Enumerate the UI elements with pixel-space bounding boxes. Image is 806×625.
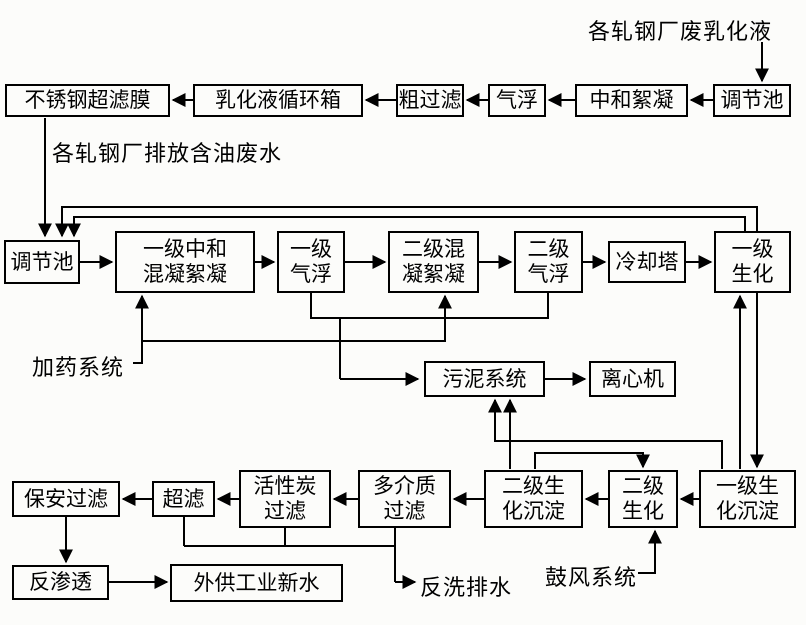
node-reverse-osmosis: 反渗透 [12,565,109,600]
node-stainless-uf-membrane: 不锈钢超滤膜 [5,84,170,117]
node-regulating-tank: 调节池 [4,240,80,284]
node-neutralization-flocculation: 中和絮凝 [575,84,688,117]
node-activated-carbon-filter: 活性炭 过滤 [239,470,331,528]
node-stage2-air-flotation: 二级 气浮 [514,231,583,293]
node-centrifuge: 离心机 [589,361,676,397]
node-industrial-fresh-water: 外供工业新水 [170,564,343,602]
arrow-dosing-to-coagfloc2 [142,294,452,342]
node-stage2-biochemical: 二级 生化 [608,470,678,528]
node-multimedia-filter: 多介质 过滤 [358,470,451,528]
node-stage2-coag-floc: 二级混 凝絮凝 [388,231,479,293]
label-blower-system: 鼓风系统 [545,566,638,591]
arrow-sed2-return-to-bio2 [534,452,650,469]
node-stage1-air-flotation: 一级 气浮 [277,231,345,293]
label-waste-emulsion: 各轧钢厂废乳化液 [588,20,773,45]
node-stage1-neutral-coag-floc: 一级中和 混凝絮凝 [115,231,255,293]
node-cooling-tower: 冷却塔 [608,241,686,283]
arrow-sed1-to-sludge [488,398,723,469]
arrow-blower-to-bio2 [638,529,662,574]
label-oily-wastewater: 各轧钢厂排放含油废水 [52,142,283,167]
node-emulsion-circulation-tank: 乳化液循环箱 [193,84,363,117]
arrow-dosing-to-coagfloc1 [133,294,149,364]
node-regulating-tank-top: 调节池 [713,84,791,117]
node-air-flotation-top: 气浮 [488,84,546,117]
label-dosing-system: 加药系统 [32,356,125,381]
node-stage2-bio-sedimentation: 二级生 化沉淀 [484,470,583,528]
node-stage1-bio-sedimentation: 一级生 化沉淀 [699,470,796,528]
node-coarse-filter: 粗过滤 [396,84,464,117]
node-ultrafiltration: 超滤 [152,481,215,517]
label-backwash-drain: 反洗排水 [420,576,513,601]
node-security-filter: 保安过滤 [12,481,120,517]
node-stage1-biochemical: 一级 生化 [714,231,791,293]
node-sludge-system: 污泥系统 [424,361,545,397]
